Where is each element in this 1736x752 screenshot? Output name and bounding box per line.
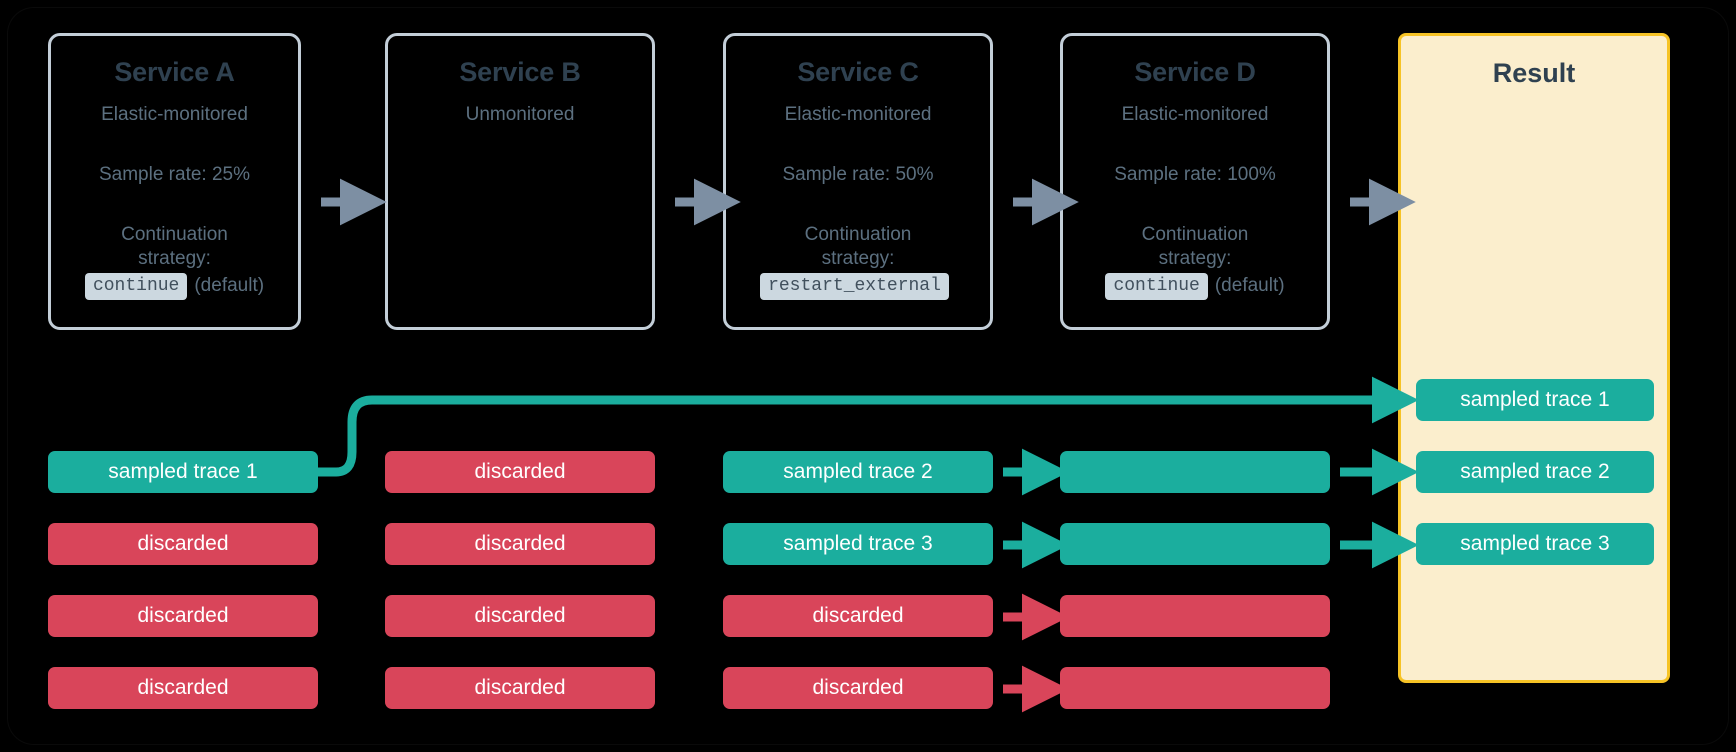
service-d-strategy-row: continue (default) (1063, 272, 1327, 300)
trace-pill-b-1: discarded (385, 451, 655, 493)
service-d-monitoring: Elastic-monitored (1121, 103, 1269, 125)
service-b-title: Service B (459, 57, 581, 87)
service-d-strategy-note: (default) (1214, 275, 1285, 297)
service-a-monitoring: Elastic-monitored (101, 103, 248, 125)
trace-pill-c-4: discarded (723, 667, 993, 709)
service-c-sample-rate: Sample rate: 50% (782, 163, 934, 185)
trace-pill-b-3: discarded (385, 595, 655, 637)
service-a-strategy-label: Continuation strategy: (121, 224, 228, 270)
trace-pill-c-3: discarded (723, 595, 993, 637)
trace-pill-a-1: sampled trace 1 (48, 451, 318, 493)
service-c-title: Service C (797, 57, 919, 87)
result-trace-pill-1: sampled trace 1 (1416, 379, 1654, 421)
service-c-monitoring: Elastic-monitored (784, 103, 932, 125)
service-d-strategy-label: Continuation strategy: (1141, 224, 1249, 270)
service-a-title: Service A (114, 57, 235, 87)
result-trace-pill-2: sampled trace 2 (1416, 451, 1654, 493)
trace-pill-b-2: discarded (385, 523, 655, 565)
service-box-b: Service B Unmonitored (385, 33, 655, 330)
trace-pill-d-2 (1060, 523, 1330, 565)
service-a-strategy-row: continue (default) (51, 272, 298, 300)
service-box-d: Service D Elastic-monitored Sample rate:… (1060, 33, 1330, 330)
trace-pill-c-1: sampled trace 2 (723, 451, 993, 493)
trace-pill-d-4 (1060, 667, 1330, 709)
trace-pill-d-3 (1060, 595, 1330, 637)
service-c-strategy-row: restart_external (726, 272, 990, 300)
trace-pill-a-3: discarded (48, 595, 318, 637)
trace-pill-d-1 (1060, 451, 1330, 493)
service-a-sample-rate: Sample rate: 25% (98, 163, 251, 185)
service-c-strategy-value: restart_external (760, 272, 949, 300)
result-trace-pill-3: sampled trace 3 (1416, 523, 1654, 565)
trace-pill-c-2: sampled trace 3 (723, 523, 993, 565)
service-box-c: Service C Elastic-monitored Sample rate:… (723, 33, 993, 330)
connector-trace1-to-result (313, 376, 1419, 477)
service-a-strategy-note: (default) (194, 275, 265, 297)
trace-pill-a-2: discarded (48, 523, 318, 565)
service-b-monitoring: Unmonitored (465, 103, 575, 125)
service-d-title: Service D (1134, 57, 1256, 87)
service-c-strategy-label: Continuation strategy: (804, 224, 912, 270)
trace-pill-b-4: discarded (385, 667, 655, 709)
service-d-sample-rate: Sample rate: 100% (1114, 163, 1276, 185)
result-panel: Result (1398, 33, 1670, 683)
service-d-strategy-value: continue (1105, 272, 1208, 300)
result-title: Result (1492, 58, 1576, 88)
service-box-a: Service A Elastic-monitored Sample rate:… (48, 33, 301, 330)
service-a-strategy-value: continue (84, 272, 188, 300)
trace-pill-a-4: discarded (48, 667, 318, 709)
